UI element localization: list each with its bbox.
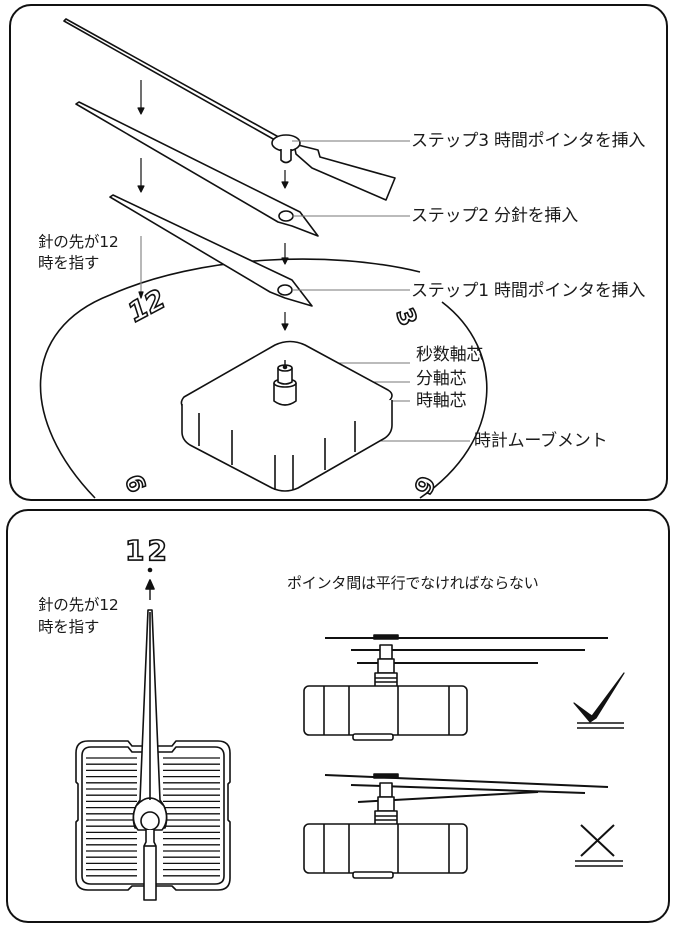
second-hand	[63, 18, 396, 201]
side-view-not-parallel	[303, 773, 609, 879]
step1-label: ステップ1 時間ポインタを挿入	[411, 281, 646, 301]
minute-shaft-label: 分軸芯	[416, 369, 467, 389]
up-arrow	[145, 567, 155, 600]
hand-front	[132, 609, 168, 901]
tip-note-top-line2: 時を指す	[38, 254, 100, 272]
tip-note-bottom-line2: 時を指す	[38, 618, 100, 636]
hour-shaft-label: 時軸芯	[416, 391, 467, 411]
checkmark-icon	[573, 672, 625, 729]
parallel-note: ポインタ間は平行でなければならない	[287, 574, 539, 592]
tip-note-top-line1: 針の先が12	[38, 233, 119, 251]
clock-dial-outline	[39, 258, 488, 499]
side-view-parallel	[303, 634, 608, 741]
second-shaft-label: 秒数軸芯	[416, 345, 484, 365]
movement-label: 時計ムーブメント	[474, 431, 608, 451]
clock-movement-3d	[180, 340, 393, 492]
tip-note-bottom-line1: 針の先が12	[38, 596, 119, 614]
twelve-marker: 12	[124, 534, 170, 567]
movement-ribs	[86, 757, 220, 877]
down-arrows	[137, 80, 289, 331]
step2-label: ステップ2 分針を挿入	[411, 206, 579, 226]
cross-icon	[575, 824, 623, 867]
step3-label: ステップ3 時間ポインタを挿入	[411, 131, 646, 151]
minute-hand	[75, 101, 319, 237]
